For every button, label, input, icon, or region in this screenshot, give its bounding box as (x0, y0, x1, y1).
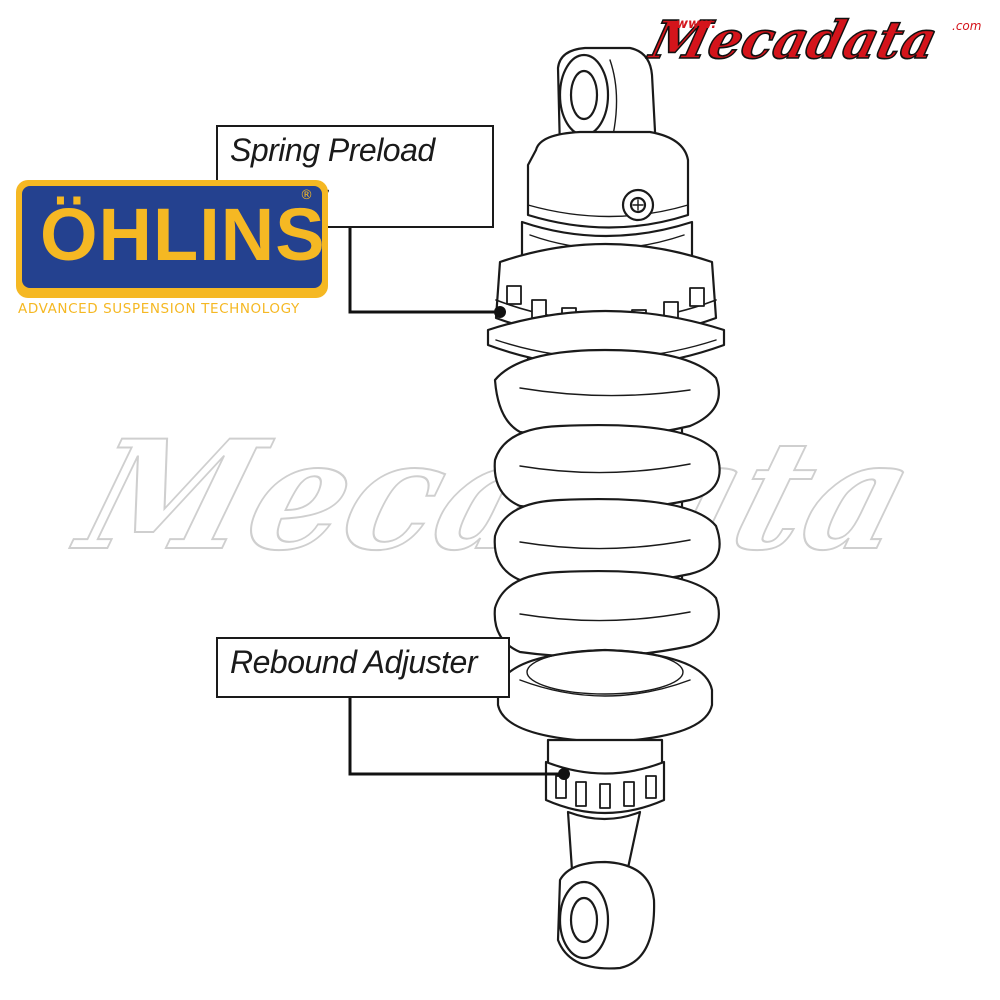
mecadata-logo-prefix: www. (676, 17, 716, 32)
rebound-leader-line (348, 698, 564, 776)
coil-spring (493, 348, 721, 658)
mecadata-logo-suffix: .com (952, 19, 981, 33)
spring-preload-label: Spring Preload (230, 132, 435, 168)
ohlins-logo-field (22, 186, 322, 288)
ohlins-registered-mark: ® (300, 188, 313, 203)
ohlins-logo: ÖHLINS ® (16, 180, 328, 298)
watermark-text: Mecadata (58, 408, 932, 584)
rebound-label-box (216, 637, 510, 698)
rebound-leader-dot (558, 768, 570, 780)
mecadata-logo: Mecadata www. .com (642, 9, 982, 68)
ohlins-logo-word: ÖHLINS (40, 193, 326, 276)
preload-leader-dot (494, 306, 506, 318)
rebound-label: Rebound Adjuster (230, 644, 477, 680)
mecadata-logo-word: Mecadata (642, 10, 943, 68)
preload-leader-line (348, 228, 500, 314)
rebound-knob-grooves (555, 775, 657, 809)
ohlins-tagline: ADVANCED SUSPENSION TECHNOLOGY (18, 301, 300, 317)
